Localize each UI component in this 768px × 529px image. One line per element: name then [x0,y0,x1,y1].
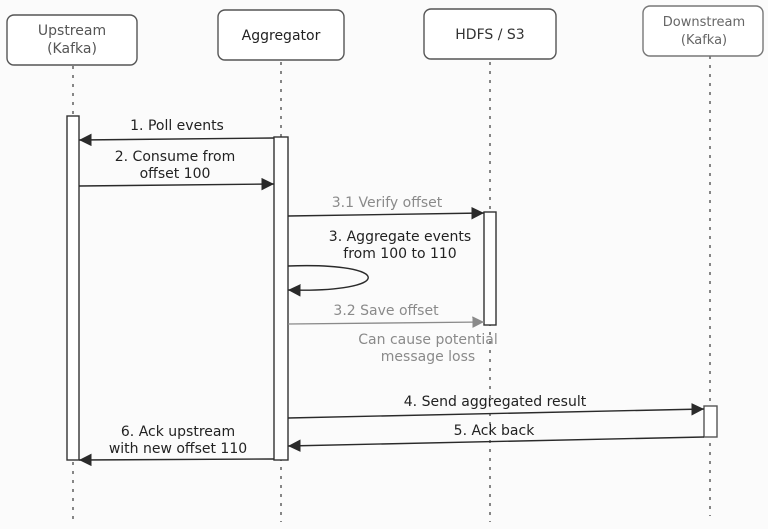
label-verify-offset: 3.1 Verify offset [332,195,443,211]
participant-storage: HDFS / S3 [423,8,557,60]
label-aggregate-line1: 3. Aggregate events [329,229,471,245]
participant-downstream-label: Downstream [663,15,745,30]
note-message-loss-line1: Can cause potential [358,332,497,348]
arrow-consume [78,177,275,191]
label-ack-upstream-line2: with new offset 110 [109,441,247,457]
participant-upstream: Upstream (Kafka) [6,14,138,66]
activation-downstream [703,405,718,438]
label-send-result: 4. Send aggregated result [404,394,587,410]
activation-upstream [66,115,80,461]
arrow-save-offset [287,316,485,328]
activation-aggregator [273,136,289,461]
label-aggregate-line2: from 100 to 110 [343,246,456,262]
arrow-send-result [287,402,705,419]
arrow-aggregate-self [287,264,369,297]
participant-downstream: Downstream (Kafka) [642,5,764,57]
label-consume-line1: 2. Consume from [115,149,235,165]
arrow-ack-upstream [78,453,275,467]
arrow-ack-back [287,436,705,453]
note-message-loss-line2: message loss [381,349,475,365]
participant-aggregator: Aggregator [217,9,345,61]
participant-downstream-sublabel: (Kafka) [681,33,727,48]
participant-storage-label: HDFS / S3 [455,27,524,43]
participant-upstream-label: Upstream [38,23,106,39]
activation-storage [483,211,497,326]
label-ack-back: 5. Ack back [454,423,536,439]
participant-upstream-sublabel: (Kafka) [47,41,97,57]
label-poll-events: 1. Poll events [130,118,224,134]
arrow-poll-events [78,133,275,147]
label-ack-upstream-line1: 6. Ack upstream [121,424,235,440]
participant-aggregator-label: Aggregator [242,28,321,44]
label-consume-line2: offset 100 [140,166,211,182]
label-save-offset: 3.2 Save offset [333,303,439,319]
arrow-verify-offset [287,206,485,220]
